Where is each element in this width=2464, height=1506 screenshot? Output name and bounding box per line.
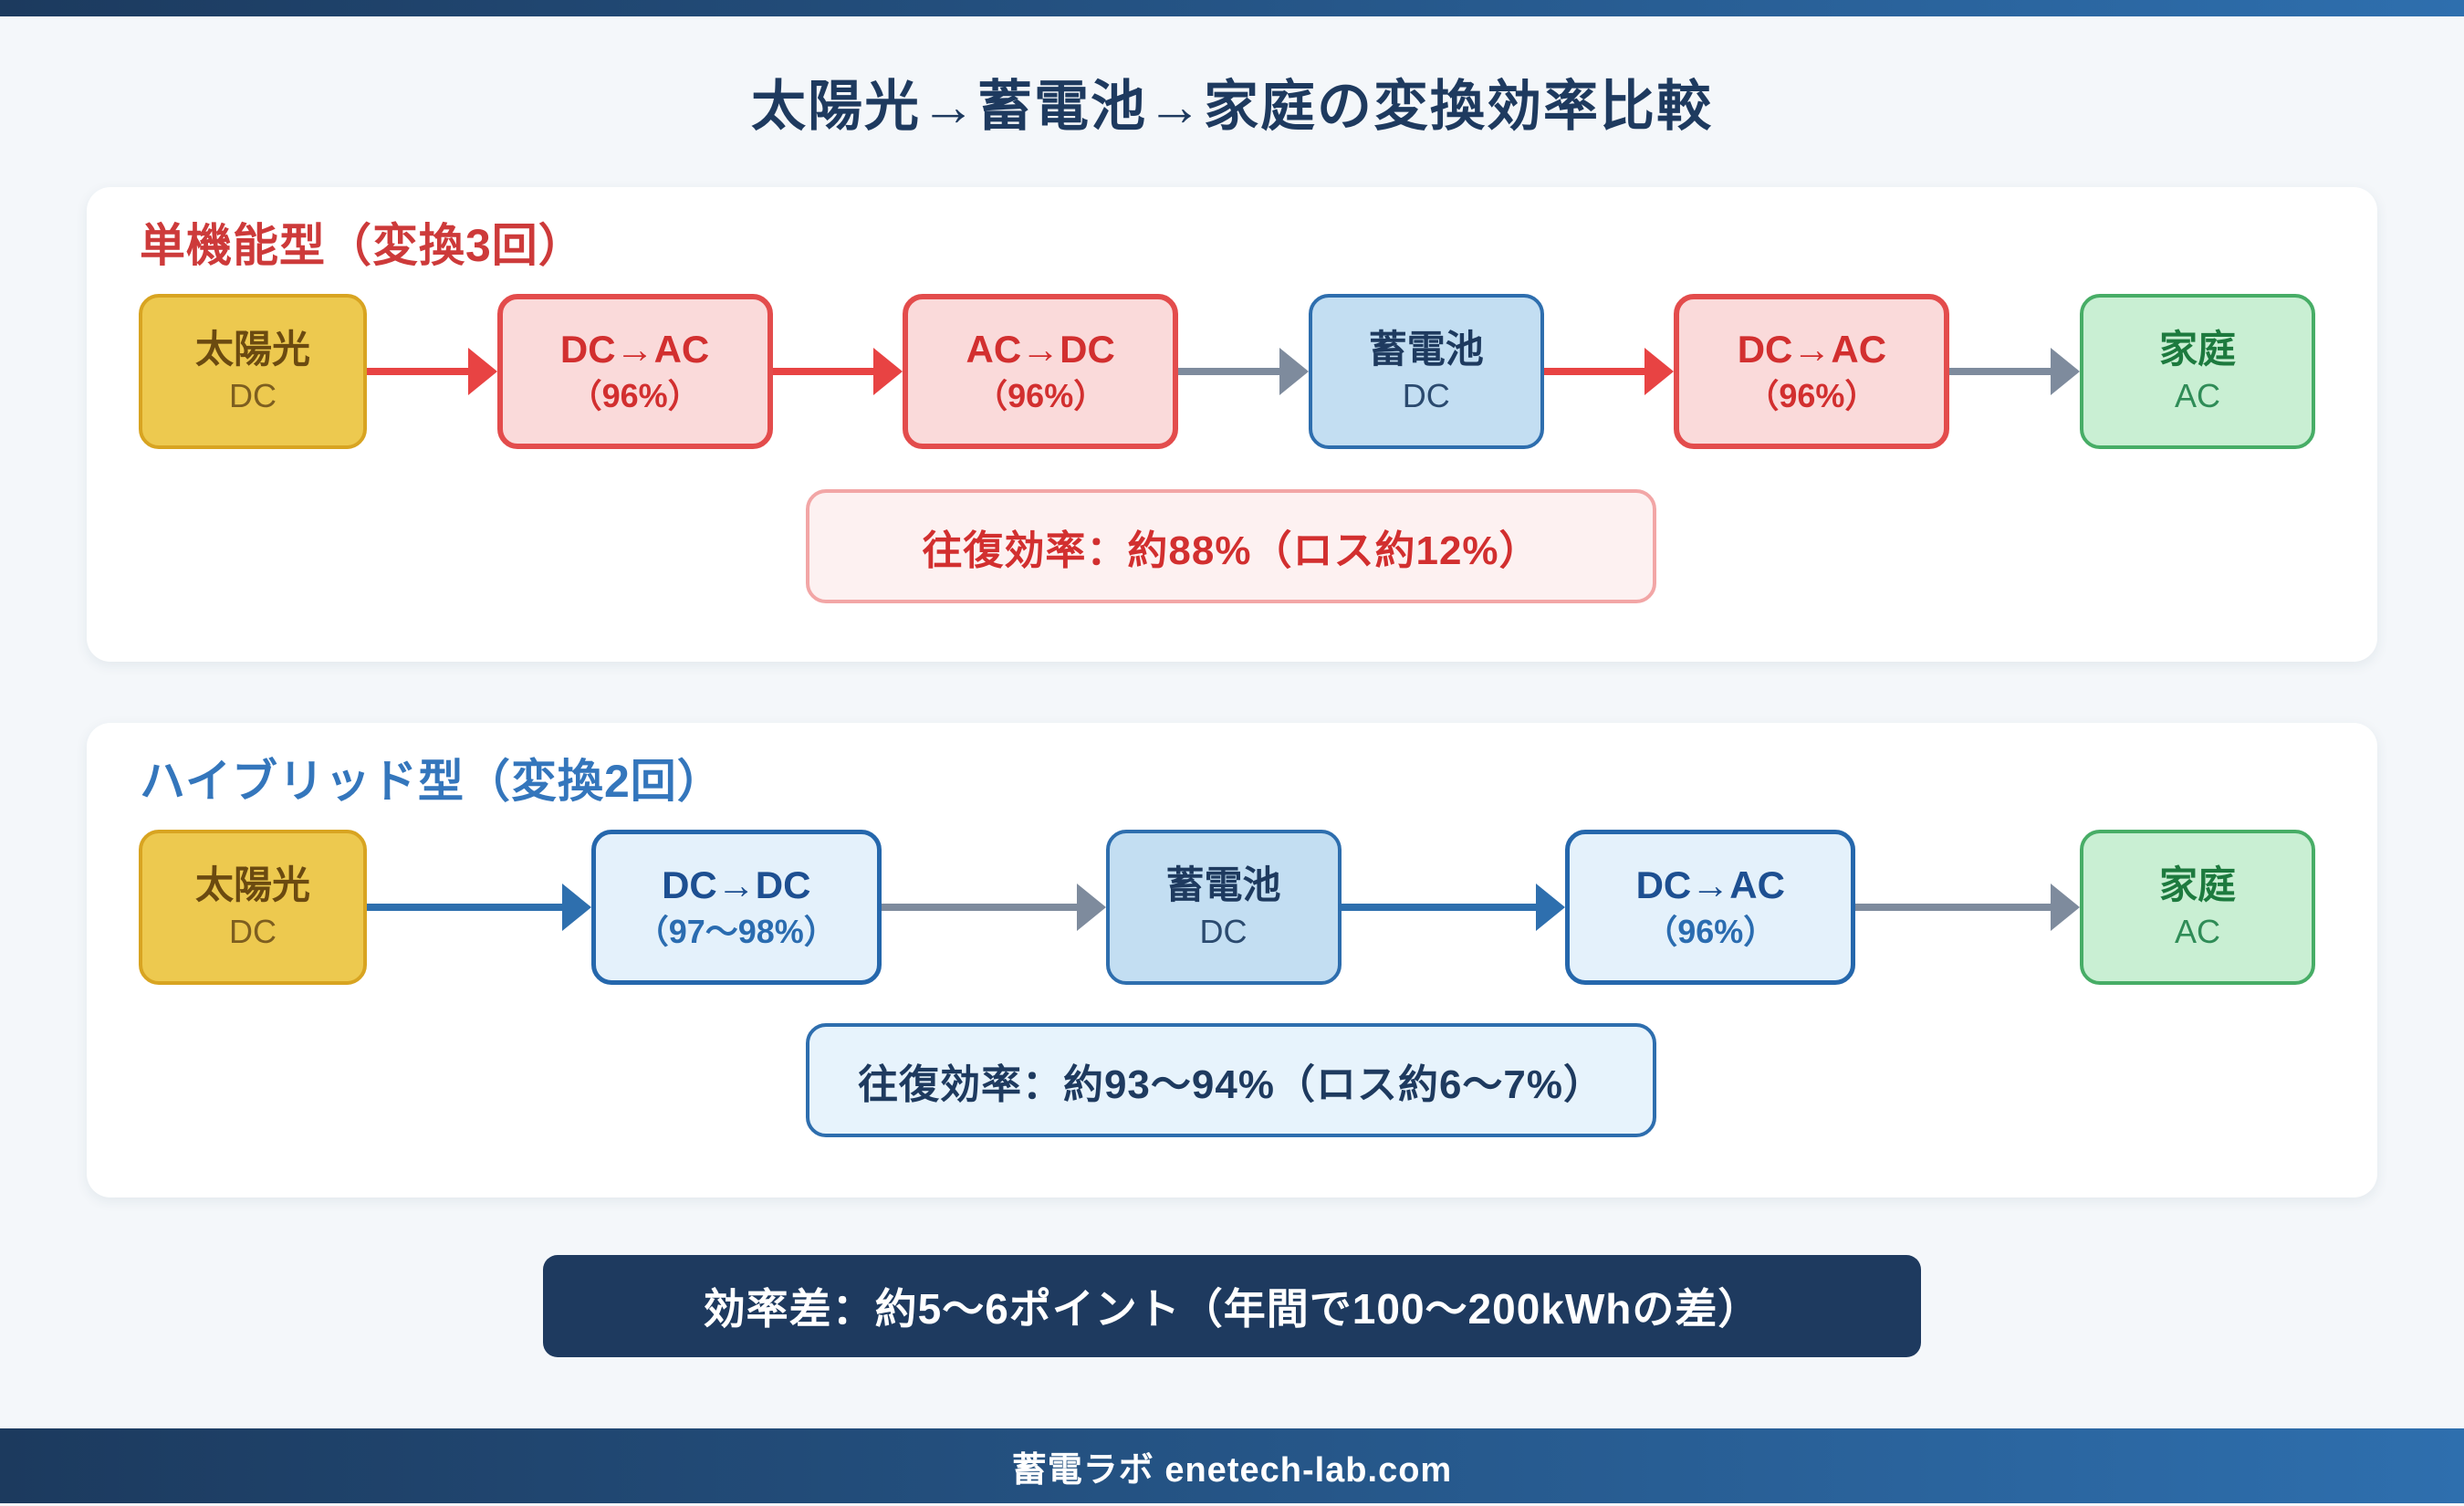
arrow-stem: [1855, 904, 2051, 911]
node-subtitle: DC: [229, 377, 277, 415]
arrow-head: [467, 348, 497, 395]
node-title: DC→AC: [1737, 328, 1887, 371]
node-conversion-ac-dc: AC→DC （96%）: [903, 294, 1179, 449]
arrow-head: [1076, 884, 1106, 931]
section-label-hybrid: ハイブリッド型（変換2回）: [140, 756, 724, 807]
node-subtitle: AC: [2174, 913, 2220, 951]
arrow-stem: [881, 904, 1077, 911]
node-subtitle: （96%）: [1644, 913, 1777, 951]
node-title: 太陽光: [194, 328, 310, 371]
node-title: DC→AC: [1635, 863, 1785, 907]
node-title: AC→DC: [966, 328, 1115, 371]
node-title: 蓄電池: [1165, 863, 1281, 907]
node-title: 太陽光: [194, 863, 310, 907]
node-subtitle: （96%）: [975, 377, 1107, 415]
page-title: 太陽光→蓄電池→家庭の変換効率比較: [751, 76, 1713, 137]
flow-arrow-right-icon: [1855, 830, 2080, 985]
node-subtitle: （96%）: [569, 377, 701, 415]
arrow-stem: [367, 904, 562, 911]
node-solar: 太陽光 DC: [139, 830, 367, 985]
node-conversion-dc-dc: DC→DC （97〜98%）: [590, 830, 882, 985]
arrow-stem: [367, 368, 468, 375]
arrow-head: [1536, 884, 1566, 931]
node-subtitle: AC: [2174, 377, 2220, 415]
flow-arrow-right-icon: [367, 294, 497, 449]
section-card-single-function: 単機能型（変換3回） 太陽光 DC DC→AC （96%） AC→DC （96%…: [87, 187, 2377, 662]
efficiency-difference-banner: 効率差：約5〜6ポイント（年間で100〜200kWhの差）: [543, 1255, 1921, 1357]
flow-row-hybrid: 太陽光 DC DC→DC （97〜98%） 蓄電池 DC DC→AC （96%）…: [139, 830, 2315, 985]
arrow-stem: [1341, 904, 1537, 911]
arrow-head: [1644, 348, 1675, 395]
arrow-stem: [1543, 368, 1645, 375]
flow-arrow-right-icon: [1341, 830, 1566, 985]
flow-arrow-right-icon: [772, 294, 903, 449]
node-conversion-dc-ac: DC→AC （96%）: [1565, 830, 1856, 985]
flow-arrow-right-icon: [1178, 294, 1309, 449]
arrow-stem: [1949, 368, 2051, 375]
top-accent-bar: [0, 0, 2464, 16]
round-trip-efficiency-badge: 往復効率：約88%（ロス約12%）: [806, 489, 1656, 603]
node-title: 家庭: [2158, 863, 2236, 907]
flow-row-single: 太陽光 DC DC→AC （96%） AC→DC （96%） 蓄電池 DC DC…: [139, 294, 2315, 449]
node-title: 蓄電池: [1368, 328, 1484, 371]
node-solar: 太陽光 DC: [139, 294, 367, 449]
arrow-stem: [772, 368, 874, 375]
section-card-hybrid: ハイブリッド型（変換2回） 太陽光 DC DC→DC （97〜98%） 蓄電池 …: [87, 723, 2377, 1197]
round-trip-efficiency-badge: 往復効率：約93〜94%（ロス約6〜7%）: [806, 1023, 1656, 1137]
node-subtitle: DC: [1199, 913, 1248, 951]
node-conversion-dc-ac: DC→AC （96%）: [1674, 294, 1950, 449]
node-subtitle: （97〜98%）: [635, 913, 837, 951]
section-label-single: 単機能型（変換3回）: [140, 220, 585, 271]
arrow-stem: [1178, 368, 1279, 375]
flow-arrow-right-icon: [1949, 294, 2080, 449]
node-title: 家庭: [2158, 328, 2236, 371]
node-home: 家庭 AC: [2080, 830, 2315, 985]
node-conversion-dc-ac: DC→AC （96%）: [496, 294, 773, 449]
flow-arrow-right-icon: [881, 830, 1106, 985]
node-subtitle: DC: [229, 913, 277, 951]
node-title: DC→DC: [662, 863, 811, 907]
node-home: 家庭 AC: [2079, 294, 2315, 449]
node-battery: 蓄電池 DC: [1105, 830, 1342, 985]
arrow-head: [2051, 884, 2080, 931]
arrow-head: [2050, 348, 2080, 395]
footer-bar: 蓄電ラボ enetech-lab.com: [0, 1428, 2464, 1503]
node-subtitle: （96%）: [1746, 377, 1878, 415]
arrow-head: [561, 884, 591, 931]
node-subtitle: DC: [1402, 377, 1450, 415]
arrow-head: [873, 348, 903, 395]
flow-arrow-right-icon: [1543, 294, 1675, 449]
arrow-head: [1279, 348, 1309, 395]
flow-arrow-right-icon: [367, 830, 591, 985]
node-battery: 蓄電池 DC: [1308, 294, 1544, 449]
node-title: DC→AC: [559, 328, 710, 371]
